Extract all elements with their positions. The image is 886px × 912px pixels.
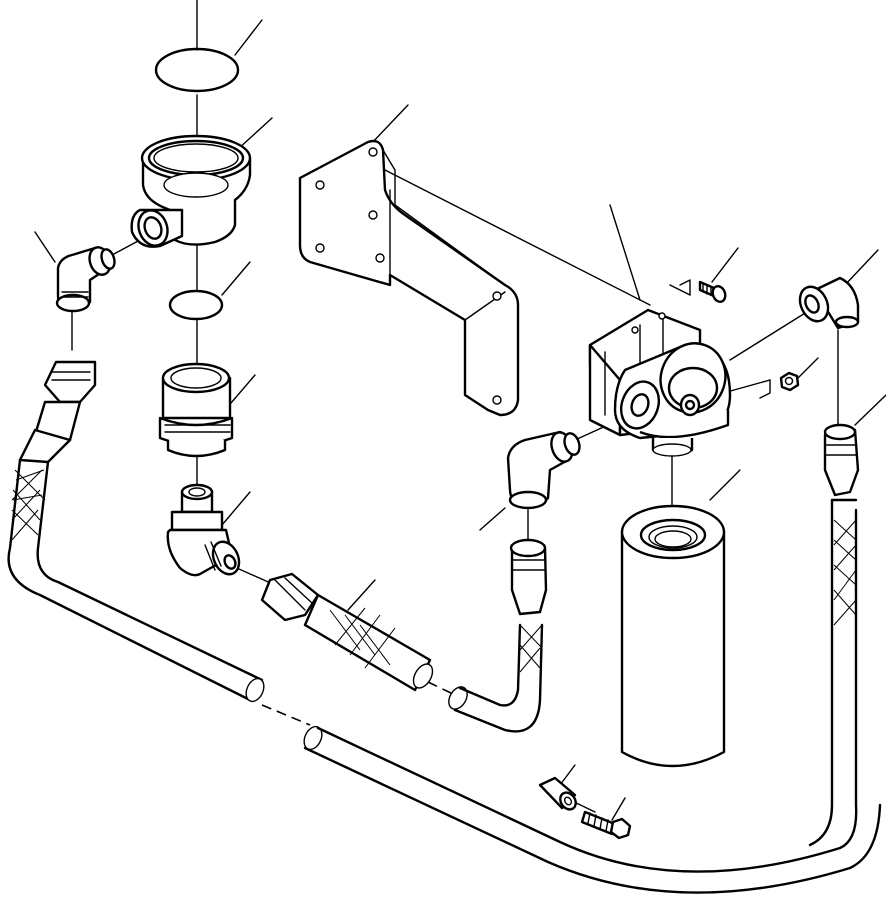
screw (580, 810, 632, 840)
hose-left (7, 360, 311, 726)
elbow-fitting-lower (166, 483, 241, 577)
o-ring-upper (154, 47, 240, 93)
bolt (698, 280, 727, 303)
o-ring-lower (168, 289, 224, 321)
hose-bottom (303, 498, 882, 894)
elbow-fitting-right-upper (798, 276, 860, 330)
filter-base (588, 308, 732, 457)
leader-lines (34, 19, 886, 821)
filter-cartridge (620, 504, 726, 768)
filter-adapter-head (130, 134, 252, 248)
elbow-fitting-right (506, 430, 581, 510)
nut (779, 371, 800, 392)
elbow-fitting-left (55, 246, 116, 313)
hose-right (823, 423, 860, 626)
adapter-bushing (158, 362, 234, 458)
hose-middle (260, 538, 548, 733)
mounting-bracket (298, 139, 520, 417)
spacer (538, 776, 577, 811)
